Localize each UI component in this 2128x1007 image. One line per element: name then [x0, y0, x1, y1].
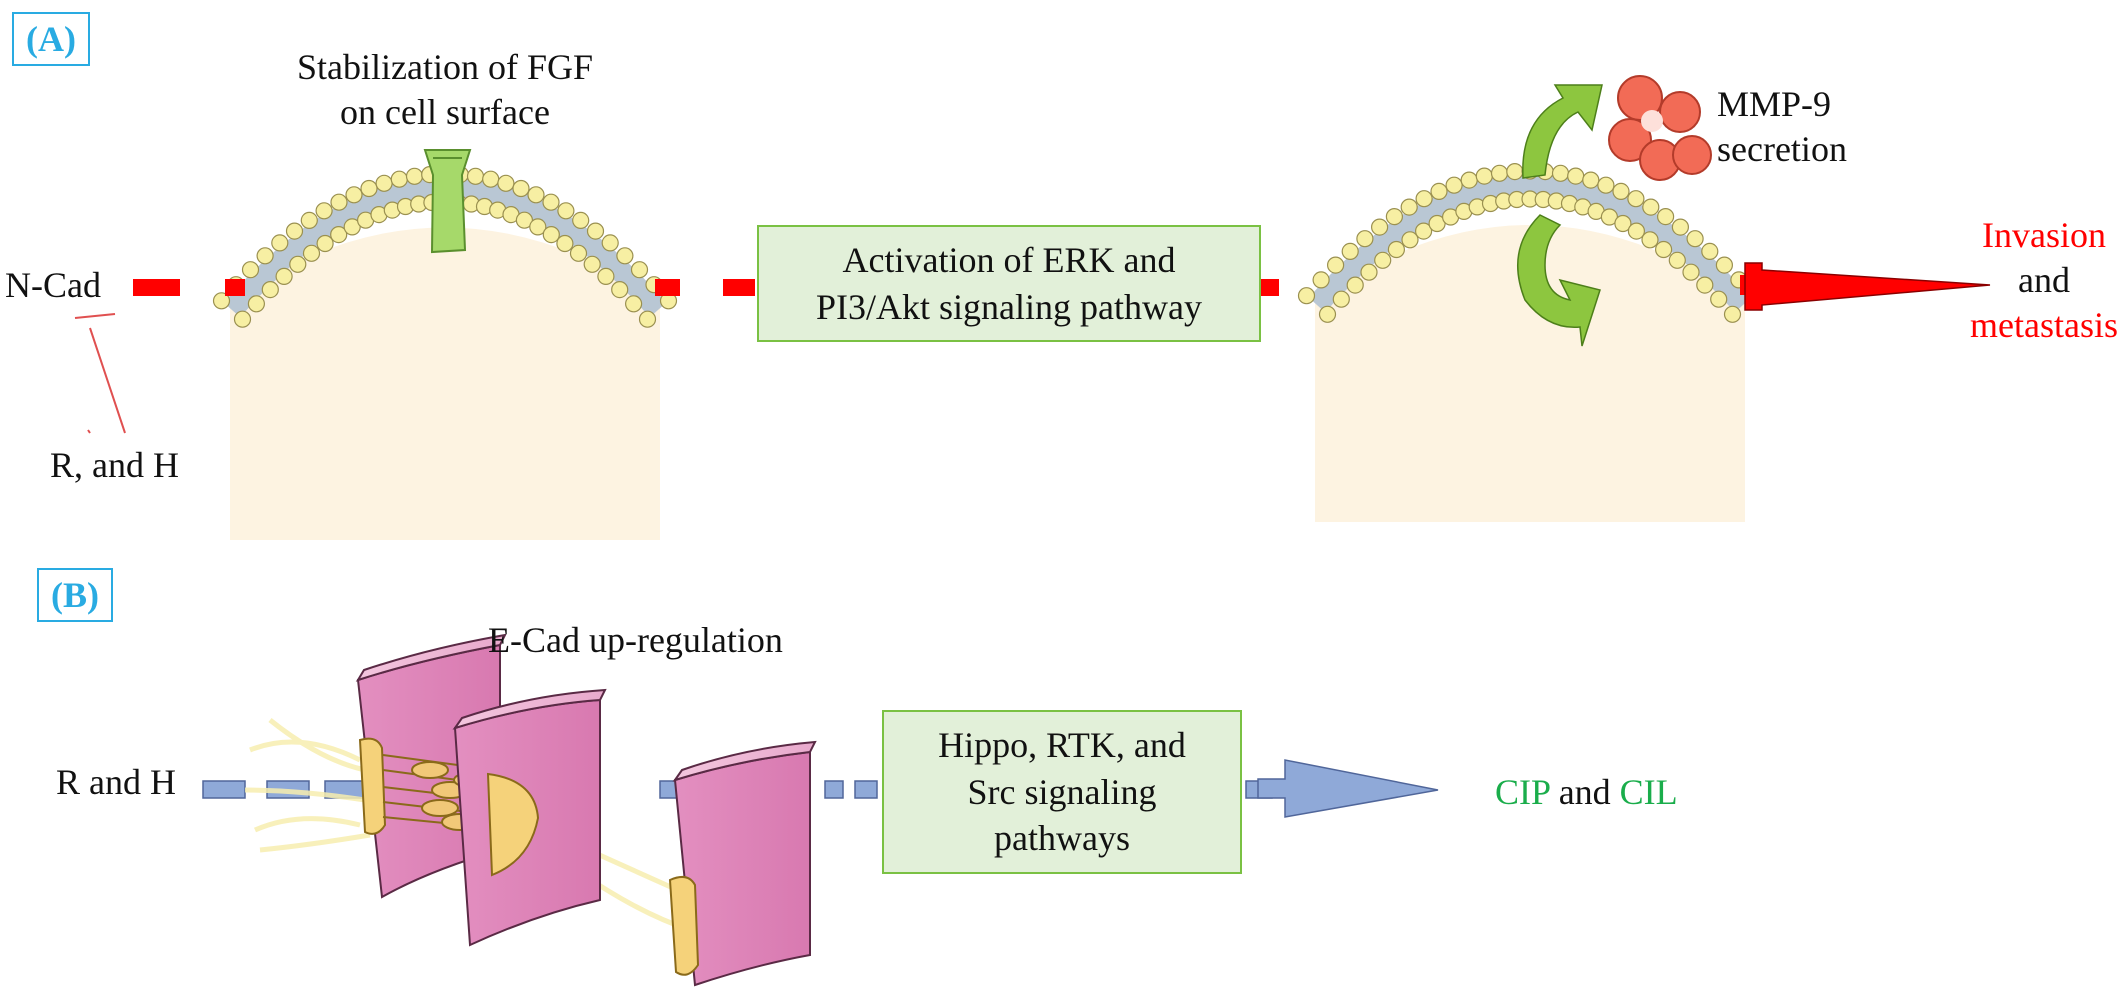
- red-dashed-arrow: [133, 262, 1991, 311]
- ecad-label: E-Cad up-regulation: [488, 620, 783, 660]
- erk-pi3k-pathway-box: Activation of ERK and PI3/Akt signaling …: [757, 225, 1261, 342]
- rh-start-label: R and H: [56, 762, 176, 802]
- mmp9-label-line1: MMP-9: [1717, 84, 1832, 124]
- adhesion-dome: [486, 772, 540, 877]
- adhesion-plaque-1: [358, 737, 387, 835]
- mmp9-label-line2: secretion: [1717, 129, 1847, 169]
- adhesion-plaque-3: [668, 875, 700, 976]
- outcome-cip: CIP: [1495, 772, 1550, 812]
- outcome-and: and: [2018, 260, 2070, 300]
- inhibitor-label: R, and H: [50, 445, 179, 485]
- erk-box-line2: PI3/Akt signaling pathway: [816, 286, 1202, 327]
- hippo-box-line3: pathways: [994, 818, 1130, 859]
- inhibition-line: [74, 313, 126, 434]
- secretion-arrow-upper-icon: [1522, 84, 1603, 179]
- panel-a-tag: (A): [12, 12, 90, 66]
- mmp9-label: MMP-9 secretion: [1717, 82, 1847, 172]
- fgf-label: Stabilization of FGF on cell surface: [245, 45, 645, 135]
- hippo-box-line2: Src signaling: [967, 771, 1157, 812]
- fgf-label-line2: on cell surface: [340, 92, 550, 132]
- outcome-invasion: Invasion: [1982, 215, 2106, 255]
- cip-cil-outcome: CIP and CIL: [1495, 770, 1678, 815]
- hippo-box-line1: Hippo, RTK, and: [938, 724, 1186, 765]
- cell-body-right: [1315, 225, 1745, 522]
- cell-body-left: [230, 227, 660, 540]
- fgf-receptor-icon: [423, 149, 472, 254]
- fgf-label-line1: Stabilization of FGF: [297, 47, 593, 87]
- mmp9-molecules-icon: [1608, 75, 1712, 181]
- outcome-metastasis: metastasis: [1970, 305, 2118, 345]
- secretion-arrow-lower-icon: [1517, 214, 1601, 347]
- outcome-cil: CIL: [1619, 772, 1678, 812]
- hippo-rtk-src-box: Hippo, RTK, and Src signaling pathways: [882, 710, 1242, 874]
- cell-panel-3: [672, 740, 817, 987]
- outcome-and-b: and: [1558, 772, 1620, 812]
- ncad-label: N-Cad: [5, 265, 101, 305]
- invasion-outcome: Invasion and metastasis: [1960, 213, 2128, 348]
- erk-box-line1: Activation of ERK and: [842, 239, 1176, 280]
- panel-b-tag: (B): [37, 568, 113, 622]
